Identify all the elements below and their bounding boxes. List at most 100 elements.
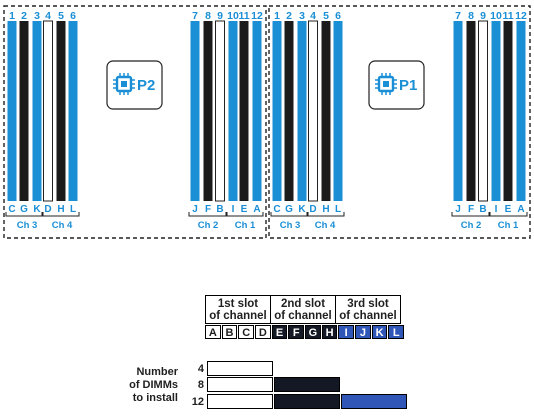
slot-letter-label: E (505, 204, 512, 215)
legend-slot-letter: H (321, 325, 338, 339)
dimm-slot (7, 21, 17, 201)
slot-letter-label: A (253, 204, 260, 215)
slot-number-label: 1 (9, 10, 15, 22)
slot-letter-label: B (216, 204, 223, 215)
legend-header-second-slot: 2nd slot of channel (271, 295, 336, 324)
slot-letter-label: H (322, 204, 329, 215)
slot-number-label: 8 (468, 10, 474, 22)
slot-number-label: 4 (310, 10, 316, 22)
legend-slot-letter: D (255, 325, 271, 339)
dimm-slot (284, 21, 294, 201)
legend-slot-letter: E (271, 325, 288, 339)
channel-bracket (270, 212, 309, 217)
legend-header-line1: 2nd slot (280, 298, 326, 310)
slot-letter-label: F (468, 204, 474, 215)
slot-letter-label: L (70, 204, 76, 215)
legend-header-line2: of channel (209, 310, 267, 322)
legend-header-line1: 3rd slot (347, 298, 389, 310)
slot-letter-label: C (273, 204, 280, 215)
processor-label: P1 (399, 77, 417, 94)
slot-letter-label: G (20, 204, 28, 215)
dimm-slot (308, 20, 318, 202)
dimm-label-line1: Number (136, 366, 178, 378)
legend-slot-letter: K (371, 325, 388, 339)
slot-letter-label: G (285, 204, 293, 215)
dimm-slot (68, 21, 78, 201)
dimm-count-number: 12 (191, 395, 204, 408)
dimm-fill-bar (274, 394, 340, 409)
slot-number-label: 2 (21, 10, 27, 22)
slot-number-label: 2 (286, 10, 292, 22)
slot-letter-label: K (33, 204, 41, 215)
slot-letter-label: A (517, 204, 524, 215)
slot-number-label: 6 (335, 10, 341, 22)
dimm-count-number: 8 (197, 378, 204, 391)
slot-number-label: 9 (480, 10, 486, 22)
channel-label: Ch 1 (498, 220, 519, 231)
channel-bracket (306, 212, 345, 217)
slot-number-label: 6 (70, 10, 76, 22)
slot-number-label: 4 (45, 10, 51, 22)
slot-number-label: 1 (274, 10, 280, 22)
legend-slot-letter: F (288, 325, 305, 339)
slot-number-label: 5 (323, 10, 329, 22)
slot-letter-label: F (205, 204, 211, 215)
channel-bracket (41, 212, 80, 217)
dimm-fill-bar (341, 394, 407, 409)
board-outline (268, 5, 531, 239)
dimm-slot (203, 21, 213, 201)
dimm-slot (56, 21, 66, 201)
dimm-slot (190, 21, 200, 201)
cpu-chip-core (383, 81, 389, 87)
legend-header-line1: 1st slot (217, 298, 259, 310)
slot-letter-label: D (44, 204, 51, 215)
slot-number-label: 12 (515, 10, 527, 22)
slot-number-label: 11 (238, 10, 249, 22)
dimm-fill-bar (207, 377, 273, 392)
slot-number-label: 10 (490, 10, 502, 22)
slot-letter-label: J (192, 204, 198, 215)
dimm-slot (333, 21, 343, 201)
legend-slot-letter: A (205, 325, 221, 339)
dimm-slot (321, 21, 331, 201)
slot-letter-label: C (8, 204, 15, 215)
channel-label: Ch 4 (315, 220, 336, 231)
slot-number-label: 10 (227, 10, 239, 22)
channel-bracket (489, 212, 528, 217)
channel-bracket (5, 212, 44, 217)
channel-label: Ch 1 (235, 220, 256, 231)
slot-letter-label: B (479, 204, 486, 215)
legend-header-row: 1st slot of channel 2nd slot of channel … (205, 295, 405, 324)
dimm-slot (297, 21, 307, 201)
channel-bracket (188, 212, 227, 217)
slot-letter-label: L (335, 204, 341, 215)
dimm-slot (228, 21, 238, 201)
cpu-chip-core (121, 81, 127, 87)
dimm-slot (215, 20, 225, 202)
processor-label: P2 (137, 77, 155, 94)
slot-letter-label: I (495, 204, 498, 215)
dimm-count-number: 4 (197, 362, 204, 375)
legend-slot-letter: C (238, 325, 255, 339)
channel-bracket (226, 212, 264, 217)
legend-slot-letter: J (355, 325, 371, 339)
slot-number-label: 7 (192, 10, 198, 22)
dimm-slot (19, 21, 29, 201)
slot-number-label: 9 (217, 10, 223, 22)
dimm-count-row: 4 (182, 361, 273, 376)
channel-label: Ch 2 (461, 220, 482, 231)
legend-header-third-slot: 3rd slot of channel (336, 295, 401, 324)
dimm-slot (491, 21, 501, 201)
dimm-fill-bar (274, 377, 340, 392)
dimm-slot (503, 21, 513, 201)
dimm-count-label: Number of DIMMs to install (116, 366, 178, 405)
legend-header-first-slot: 1st slot of channel (205, 295, 271, 324)
legend-header-line2: of channel (274, 310, 332, 322)
slot-number-label: 3 (34, 10, 40, 22)
slot-letter-label: I (232, 204, 235, 215)
dimm-slot (453, 21, 463, 201)
legend-header-line2: of channel (339, 310, 397, 322)
slot-letter-label: K (298, 204, 306, 215)
dimm-slot (252, 21, 262, 201)
